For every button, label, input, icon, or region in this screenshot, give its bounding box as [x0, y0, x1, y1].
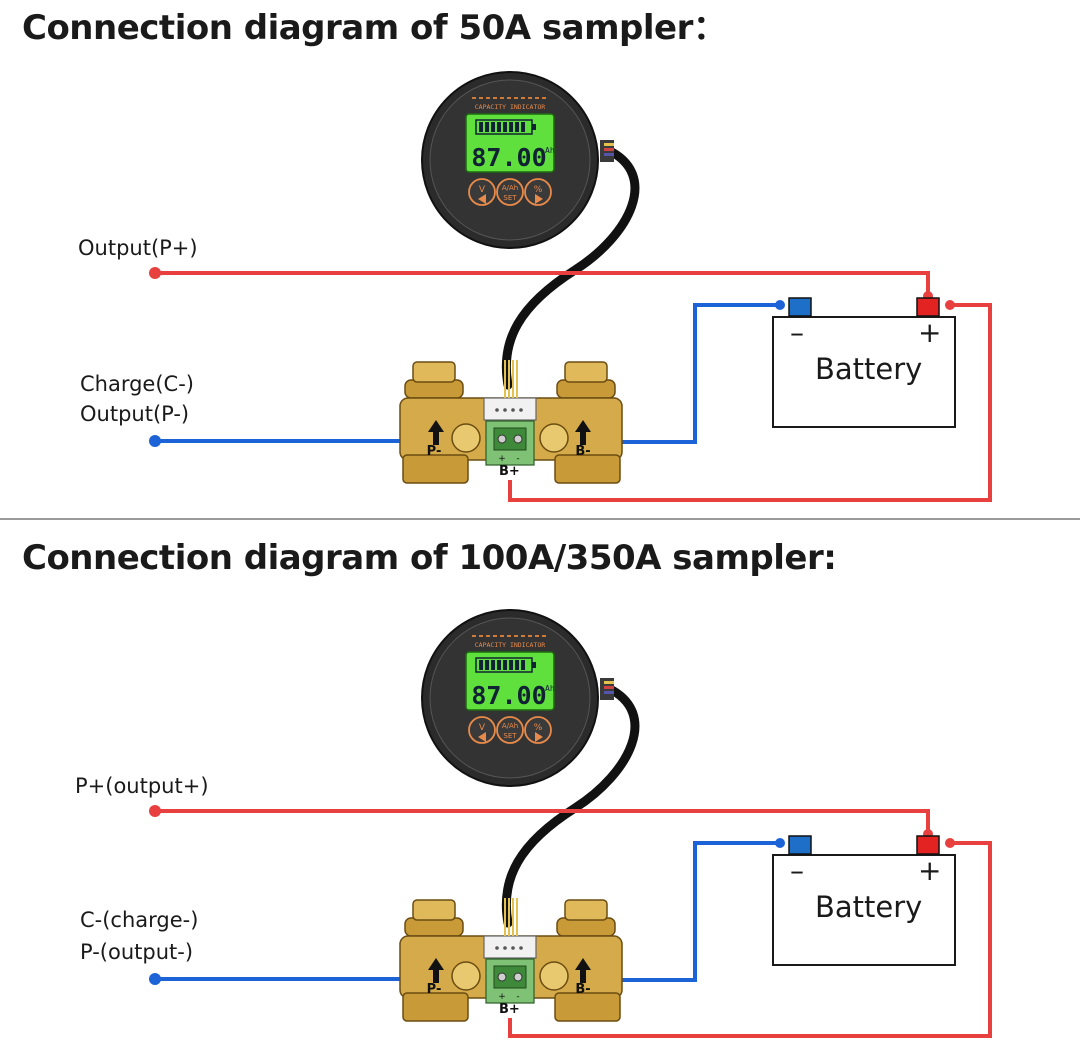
meter-reading: 87.00	[471, 681, 546, 710]
output-p-minus-label: Output(P-)	[80, 402, 190, 426]
shunt	[399, 360, 623, 484]
arrow-icon	[428, 958, 444, 983]
meter-header: CAPACITY INDICATOR	[475, 103, 546, 111]
panel-divider	[0, 518, 1080, 520]
battery-minus-sign: –	[790, 854, 804, 887]
output-negative-dot	[149, 435, 161, 447]
charge-c-minus-label: C-(charge-)	[80, 908, 199, 932]
diagram-panel-50a: Connection diagram of 50A sampler：	[0, 0, 1080, 520]
output-p-plus-label: P+(output+)	[75, 774, 209, 798]
meter-reading: 87.00	[471, 143, 546, 172]
capacity-meter	[421, 609, 614, 787]
wiring-diagram: CAPACITY INDICATOR 87.00 Ah V A/Ah SET %…	[149, 609, 992, 1038]
button-percent-label: %	[534, 723, 543, 733]
diagram-title: Connection diagram of 50A sampler：	[22, 8, 727, 48]
terminal-junction	[775, 838, 785, 848]
meter-cable	[501, 683, 640, 928]
meter-unit: Ah	[545, 146, 555, 155]
diagram-title: Connection diagram of 100A/350A sampler:	[22, 538, 837, 578]
battery-negative-terminal	[788, 835, 812, 855]
output-positive-wire	[155, 271, 930, 296]
battery-negative-wire	[590, 841, 780, 982]
battery-label: Battery	[815, 352, 923, 386]
shunt	[399, 898, 623, 1022]
output-positive-dot	[149, 805, 161, 817]
button-set-label: SET	[503, 194, 517, 202]
battery-negative-terminal	[788, 297, 812, 317]
charge-c-minus-label: Charge(C-)	[80, 372, 194, 396]
output-p-plus-label: Output(P+)	[78, 236, 198, 260]
battery-minus-sign: –	[790, 316, 804, 349]
meter-cable	[501, 145, 640, 390]
arrow-icon	[575, 958, 591, 983]
button-v-label: V	[479, 723, 486, 733]
terminal-b-minus-label: B-	[575, 444, 590, 459]
meter-unit: Ah	[545, 684, 555, 693]
output-positive-dot	[149, 267, 161, 279]
b-plus-label: B+	[499, 464, 520, 479]
mini-plus-label: +	[498, 992, 506, 1002]
battery-positive-terminal	[916, 297, 940, 317]
battery-positive-wire	[508, 303, 992, 502]
battery-positive-terminal	[916, 835, 940, 855]
battery-plus-sign: +	[918, 316, 942, 349]
button-v-label: V	[479, 185, 486, 195]
meter-header: CAPACITY INDICATOR	[475, 641, 546, 649]
terminal-p-minus-label: P-	[427, 982, 442, 997]
arrow-icon	[428, 420, 444, 445]
terminal-b-minus-label: B-	[575, 982, 590, 997]
button-a-label: A/Ah	[502, 722, 518, 730]
mini-plus-label: +	[498, 454, 506, 464]
arrow-icon	[575, 420, 591, 445]
battery-box	[772, 854, 956, 966]
battery-negative-wire	[590, 303, 780, 444]
output-negative-dot	[149, 973, 161, 985]
terminal-junction	[775, 300, 785, 310]
battery-positive-wire	[508, 841, 992, 1038]
battery-plus-sign: +	[918, 854, 942, 887]
mini-minus-label: -	[516, 454, 519, 464]
b-plus-label: B+	[499, 1002, 520, 1017]
battery-box	[772, 316, 956, 428]
output-positive-wire	[155, 809, 930, 834]
output-p-minus-label: P-(output-)	[80, 940, 194, 964]
terminal-junction	[945, 300, 955, 310]
button-a-label: A/Ah	[502, 184, 518, 192]
button-percent-label: %	[534, 185, 543, 195]
battery-label: Battery	[815, 890, 923, 924]
diagram-panel-100a-350a: Connection diagram of 100A/350A sampler:	[0, 538, 1080, 1042]
wiring-diagram: CAPACITY INDICATOR 87.00 Ah V A/Ah SET %…	[149, 71, 992, 502]
terminal-junction	[945, 838, 955, 848]
button-set-label: SET	[503, 732, 517, 740]
mini-minus-label: -	[516, 992, 519, 1002]
terminal-p-minus-label: P-	[427, 444, 442, 459]
capacity-meter	[421, 71, 614, 249]
